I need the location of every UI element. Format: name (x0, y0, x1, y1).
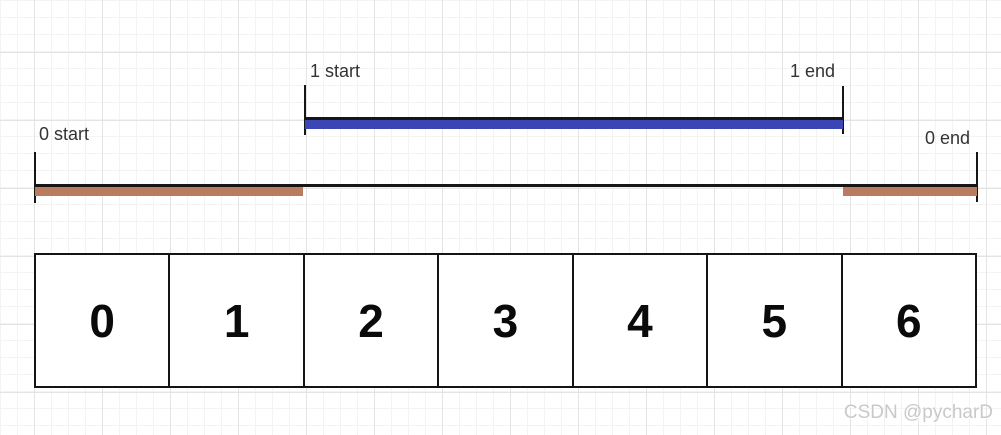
interval-0-line (35, 184, 977, 187)
interval-0-end-label: 0 end (924, 128, 970, 148)
interval-1-end-label: 1 end (789, 61, 835, 81)
interval-1-end-tick (842, 86, 844, 134)
interval-0-bar-right (843, 187, 977, 196)
interval-1-bar (305, 120, 843, 129)
array-cell-2: 2 (302, 255, 437, 386)
array-cell-5: 5 (706, 255, 840, 386)
array-row: 0 1 2 3 4 5 6 (34, 253, 977, 388)
interval-0-start-tick (34, 152, 36, 203)
interval-0-bar-left (35, 187, 303, 196)
array-cell-0: 0 (89, 294, 115, 347)
array-cell-1: 1 (168, 255, 302, 386)
interval-0-start-label: 0 start (39, 124, 90, 144)
interval-1-start-tick (304, 85, 306, 135)
interval-1-line (305, 117, 843, 120)
array-cell-4: 4 (571, 255, 706, 386)
array-cell-3: 3 (437, 255, 571, 386)
interval-1-start-label: 1 start (310, 61, 361, 81)
interval-0-end-tick (976, 152, 978, 202)
array-cell-6: 6 (840, 255, 975, 386)
watermark: CSDN @pycharD (843, 402, 993, 423)
